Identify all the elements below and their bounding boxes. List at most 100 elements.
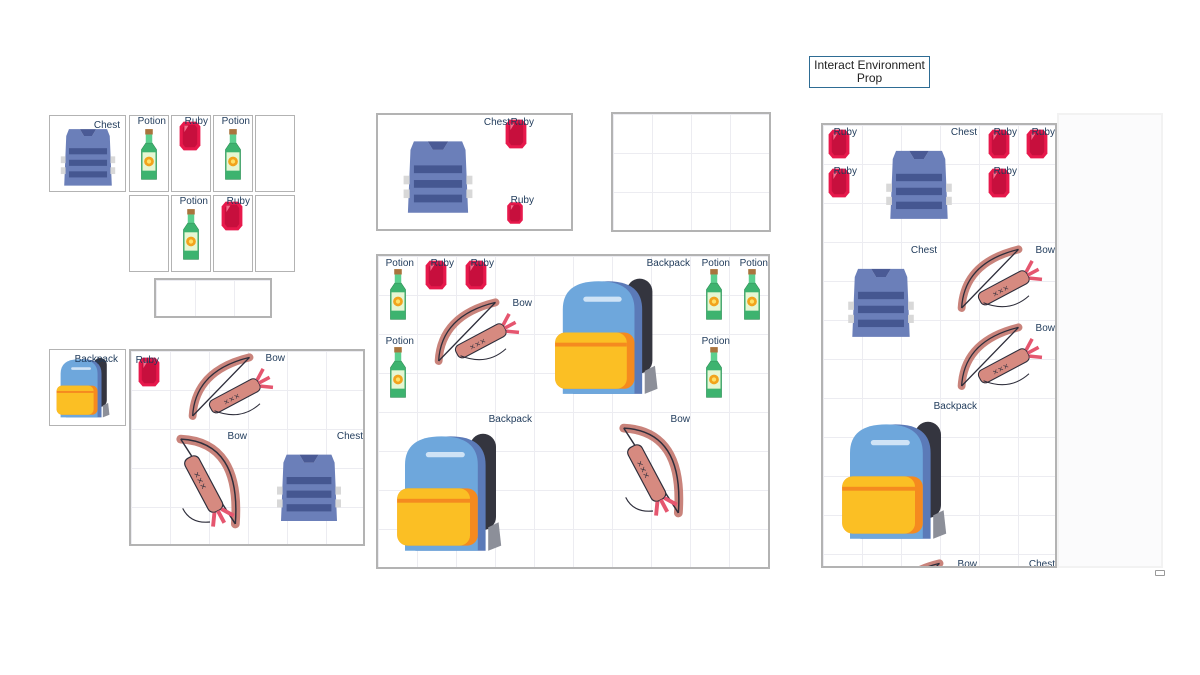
item-label: Bow bbox=[227, 431, 247, 442]
equip-slot-empty[interactable] bbox=[255, 195, 295, 272]
potion-icon bbox=[740, 268, 764, 322]
chest-item[interactable]: Chest bbox=[983, 559, 1055, 568]
item-label: Ruby bbox=[993, 127, 1017, 138]
bow-icon bbox=[171, 431, 249, 535]
item-label: Potion bbox=[179, 196, 208, 207]
equip-slot-backpack[interactable]: Backpack bbox=[49, 349, 126, 426]
bow-item[interactable]: Bow bbox=[177, 353, 287, 423]
item-label: Chest bbox=[910, 245, 937, 256]
bow-item[interactable]: Bow bbox=[865, 559, 979, 568]
equip-slot-chest[interactable]: Chest bbox=[49, 115, 126, 192]
bow-icon bbox=[614, 422, 692, 522]
equip-slot[interactable]: Ruby bbox=[213, 195, 253, 272]
item-label: Ruby bbox=[184, 116, 208, 127]
potion-item[interactable] bbox=[136, 128, 162, 182]
backpack-item[interactable]: Backpack bbox=[54, 354, 120, 420]
ruby-item[interactable]: Ruby bbox=[135, 355, 161, 389]
potion-icon bbox=[386, 268, 410, 322]
item-label: Backpack bbox=[646, 258, 690, 269]
potion-item[interactable] bbox=[178, 208, 204, 262]
potion-item[interactable]: Potion bbox=[696, 336, 732, 400]
ruby-item[interactable]: Ruby bbox=[985, 166, 1019, 202]
potion-icon bbox=[220, 128, 246, 182]
item-label: Ruby bbox=[510, 195, 534, 206]
item-label: Ruby bbox=[833, 127, 857, 138]
item-label: Potion bbox=[739, 258, 768, 269]
container-small[interactable]: Chest Ruby Ruby bbox=[376, 113, 573, 231]
item-label: Potion bbox=[701, 258, 730, 269]
potion-item[interactable]: Potion bbox=[696, 258, 732, 322]
potion-item[interactable]: Potion bbox=[380, 336, 416, 400]
backpack-icon bbox=[550, 270, 678, 400]
backpack-item[interactable]: Backpack bbox=[548, 258, 692, 400]
potion-item[interactable]: Potion bbox=[380, 258, 416, 322]
backpack-item[interactable]: Backpack bbox=[386, 414, 534, 556]
item-label: Ruby bbox=[1031, 127, 1055, 138]
equip-slot[interactable]: Potion bbox=[213, 115, 253, 192]
item-label: Ruby bbox=[510, 117, 534, 128]
chest-item[interactable]: Chest bbox=[825, 245, 939, 341]
equip-slot[interactable]: Ruby bbox=[171, 115, 211, 192]
item-label: Potion bbox=[137, 116, 166, 127]
chest-item[interactable]: Chest bbox=[867, 127, 979, 223]
equip-slot[interactable]: Potion bbox=[129, 115, 169, 192]
item-label: Chest bbox=[1028, 559, 1055, 568]
container-large[interactable]: Potion Ruby Ruby Bow Potion Backpack Pot… bbox=[376, 254, 770, 569]
item-label: Ruby bbox=[135, 355, 159, 366]
item-label: Ruby bbox=[430, 258, 454, 269]
scroll-track[interactable] bbox=[1057, 113, 1163, 568]
interact-environment-prop-button[interactable]: Interact Environment Prop bbox=[809, 56, 930, 88]
ruby-item[interactable]: Ruby bbox=[422, 258, 456, 294]
bow-item[interactable]: Bow bbox=[945, 323, 1055, 393]
backpack-grid[interactable]: Ruby Bow Bow Chest bbox=[129, 349, 365, 546]
equip-slot-empty[interactable] bbox=[129, 195, 169, 272]
item-label: Ruby bbox=[226, 196, 250, 207]
item-label: Chest bbox=[336, 431, 363, 442]
backpack-icon bbox=[837, 413, 967, 545]
ruby-item[interactable]: Ruby bbox=[502, 117, 536, 153]
potion-item[interactable]: Potion bbox=[734, 258, 770, 322]
bow-item[interactable]: Bow bbox=[614, 414, 692, 520]
potion-icon bbox=[702, 268, 726, 322]
item-label: Chest bbox=[483, 117, 510, 128]
item-label: Bow bbox=[512, 298, 532, 309]
chest-icon bbox=[833, 259, 929, 341]
potion-icon bbox=[702, 346, 726, 400]
equip-slot-empty[interactable] bbox=[255, 115, 295, 192]
ruby-item[interactable]: Ruby bbox=[462, 258, 496, 294]
item-label: Backpack bbox=[933, 401, 977, 412]
ruby-item[interactable]: Ruby bbox=[825, 166, 859, 202]
container-empty[interactable] bbox=[611, 112, 771, 232]
backpack-icon bbox=[392, 426, 522, 556]
item-label: Potion bbox=[385, 258, 414, 269]
container-scroll[interactable]: Ruby Ruby Chest Ruby Ruby Ruby Chest Bow… bbox=[821, 123, 1057, 568]
item-label: Bow bbox=[670, 414, 690, 425]
potion-item[interactable] bbox=[220, 128, 246, 182]
item-label: Backpack bbox=[488, 414, 532, 425]
item-label: Potion bbox=[385, 336, 414, 347]
chest-item[interactable]: Chest bbox=[54, 120, 122, 190]
item-label: Chest bbox=[93, 120, 120, 131]
resize-handle[interactable] bbox=[1155, 570, 1165, 576]
chest-icon bbox=[261, 445, 357, 525]
backpack-item[interactable]: Backpack bbox=[825, 401, 979, 545]
bow-item[interactable]: Bow bbox=[945, 245, 1055, 315]
ruby-item[interactable]: Ruby bbox=[985, 127, 1019, 163]
bow-item[interactable]: Bow bbox=[171, 431, 249, 535]
quick-bar[interactable] bbox=[154, 278, 272, 318]
ruby-item[interactable]: Ruby bbox=[496, 195, 536, 227]
item-label: Ruby bbox=[993, 166, 1017, 177]
ruby-item[interactable]: Ruby bbox=[825, 127, 859, 163]
equip-slot[interactable]: Potion bbox=[171, 195, 211, 272]
chest-item[interactable]: Chest bbox=[388, 117, 512, 215]
item-label: Chest bbox=[950, 127, 977, 138]
item-label: Bow bbox=[957, 559, 977, 568]
item-label: Bow bbox=[1035, 323, 1055, 334]
chest-item[interactable]: Chest bbox=[261, 431, 365, 525]
item-label: Backpack bbox=[74, 354, 118, 365]
potion-icon bbox=[386, 346, 410, 400]
ruby-item[interactable]: Ruby bbox=[1023, 127, 1055, 163]
bow-item[interactable]: Bow bbox=[422, 298, 534, 368]
chest-icon bbox=[871, 141, 967, 223]
potion-icon bbox=[178, 208, 204, 262]
